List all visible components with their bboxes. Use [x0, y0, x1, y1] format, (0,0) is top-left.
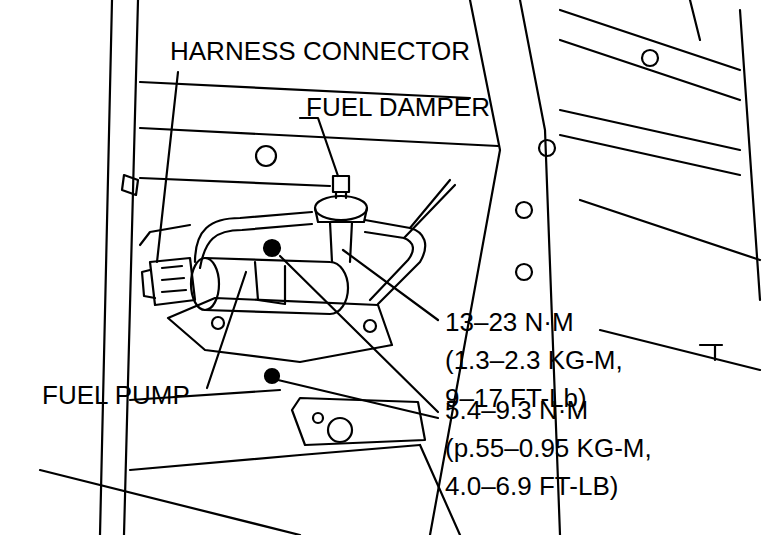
panel-edge: [140, 225, 190, 245]
label-word: CONNECTOR: [303, 36, 470, 66]
label-word: (p.55–0.95: [445, 433, 569, 463]
fuel-pipe: [365, 232, 413, 300]
pump-clamp: [255, 262, 285, 304]
bracket-bolt: [265, 369, 279, 383]
pump-bracket: [168, 298, 392, 362]
label-word: FUEL: [306, 92, 372, 122]
frame-clip: [122, 175, 138, 195]
connector-ribs: [162, 266, 186, 292]
leader-line: [207, 272, 246, 388]
torque-spec: 5.4–9.3 N·M (p.55–0.95 KG-M, 4.0–6.9 FT-…: [445, 391, 660, 505]
bolt: [516, 202, 532, 218]
part-label: HARNESS CONNECTOR: [170, 32, 470, 70]
leader-line: [300, 118, 338, 176]
label-word: 4.0–6.9: [445, 471, 532, 501]
pump-end: [191, 258, 219, 310]
pump-body: [205, 258, 348, 314]
panel-edge: [140, 178, 330, 186]
frame-rail: [100, 0, 112, 535]
label-word: 13–23: [445, 307, 517, 337]
bolt: [642, 50, 658, 66]
bolt: [539, 140, 555, 156]
lower-bracket: [292, 398, 425, 445]
label-word: DAMPER: [379, 92, 490, 122]
side-member: [580, 200, 760, 370]
fuel-pipe: [404, 180, 455, 238]
fuel-pipe: [200, 224, 312, 268]
part-label: FUEL PUMP: [42, 376, 190, 414]
clamp-bolt: [264, 240, 280, 256]
label-word: (1.3–2.3: [445, 345, 540, 375]
label-word: PUMP: [115, 380, 190, 410]
label-word: HARNESS: [170, 36, 296, 66]
bolt: [212, 317, 224, 329]
leader-line: [278, 380, 438, 418]
side-member: [690, 0, 760, 300]
fuel-pipe: [195, 212, 312, 262]
label-word: FT-LB): [539, 471, 618, 501]
bolt: [516, 264, 532, 280]
floor-edge: [40, 445, 460, 535]
leader-line: [157, 72, 178, 262]
leader-line: [343, 250, 438, 320]
label-word: FUEL: [42, 380, 108, 410]
damper-cap: [315, 196, 367, 220]
fuel-tube: [560, 10, 740, 100]
frame-rail: [124, 0, 138, 535]
damper-body: [315, 208, 367, 222]
damper-stud: [336, 192, 346, 198]
fuel-tube: [560, 110, 740, 175]
damper-stem: [330, 222, 352, 262]
part-label: FUEL DAMPER: [306, 88, 490, 126]
harness-connector: [150, 258, 195, 305]
label-word: 5.4–9.3: [445, 395, 532, 425]
label-word: N·M: [539, 395, 588, 425]
leader-line: [280, 256, 438, 412]
bolt: [313, 413, 323, 423]
label-word: KG-M,: [548, 345, 623, 375]
label-word: N·M: [525, 307, 574, 337]
bolt: [328, 418, 352, 442]
panel-hole: [256, 146, 276, 166]
damper-nut: [333, 176, 349, 192]
panel-edge: [140, 128, 498, 146]
bolt: [364, 320, 376, 332]
tick: [700, 345, 722, 360]
harness-connector: [142, 270, 155, 298]
fuel-pipe: [365, 220, 425, 304]
label-word: KG-M,: [577, 433, 652, 463]
